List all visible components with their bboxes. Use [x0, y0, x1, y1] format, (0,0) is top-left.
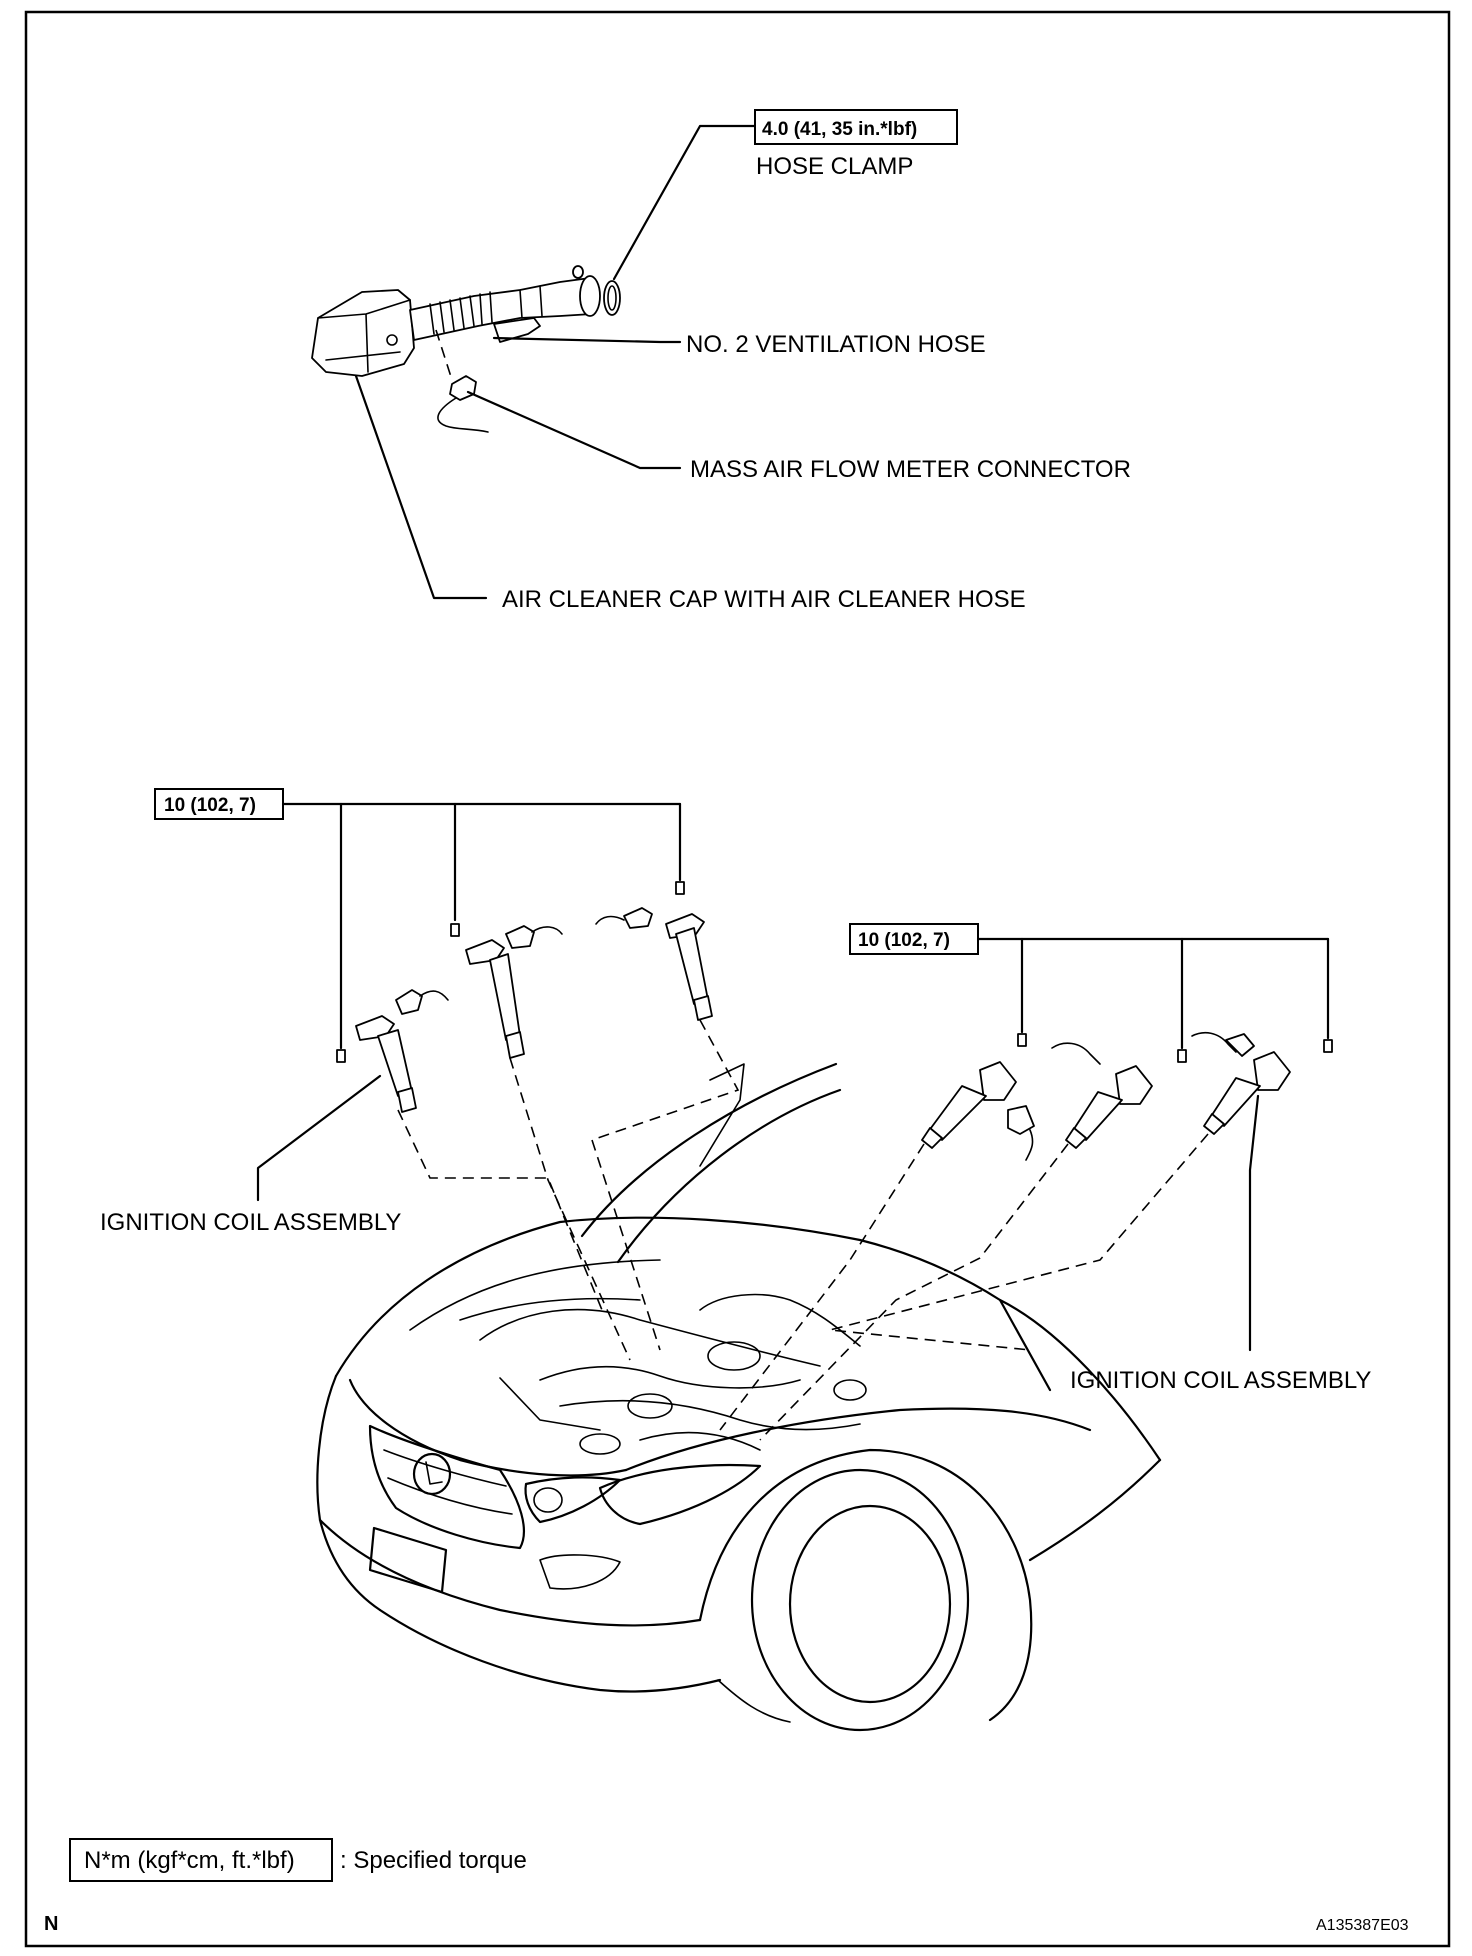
license-plate-drawing [368, 1526, 448, 1594]
ignition-coils-right [921, 1031, 1333, 1161]
air-cleaner-group [311, 124, 758, 600]
corner-mark: N [44, 1913, 58, 1935]
grille-drawing [368, 1424, 525, 1550]
torque-legend-box [69, 1838, 333, 1882]
air-cleaner-cap-drawing [311, 289, 415, 377]
maf-connector-drawing [449, 375, 477, 401]
figure-code: A135387E03 [1316, 1917, 1409, 1934]
ignition-coil-label-left: IGNITION COIL ASSEMBLY [100, 1209, 401, 1236]
ventilation-hose-label: NO. 2 VENTILATION HOSE [686, 331, 986, 358]
torque-legend-description: : Specified torque [340, 1847, 527, 1874]
emblem-drawing [412, 1452, 452, 1496]
vehicle-front-drawing [316, 1062, 1162, 1732]
coil-torque-label-right: 10 (102, 7) [858, 930, 950, 951]
front-wheel-drawing [750, 1468, 970, 1732]
maf-connector-label: MASS AIR FLOW METER CONNECTOR [690, 456, 1131, 483]
hose-clamp-drawing [603, 280, 621, 316]
air-cleaner-cap-label: AIR CLEANER CAP WITH AIR CLEANER HOSE [502, 586, 1026, 613]
coil-torque-label-left: 10 (102, 7) [164, 795, 256, 816]
ignition-coils-left [336, 881, 713, 1113]
diagram-frame [24, 10, 1451, 1948]
hose-clamp-torque-label: 4.0 (41, 35 in.*lbf) [762, 119, 917, 140]
torque-legend-units: N*m (kgf*cm, ft.*lbf) [84, 1847, 295, 1874]
hose-clamp-torque-box [754, 109, 958, 145]
ignition-coil-label-right: IGNITION COIL ASSEMBLY [1070, 1367, 1371, 1394]
coil-torque-box-left [154, 788, 284, 820]
hose-clamp-label: HOSE CLAMP [756, 153, 913, 180]
